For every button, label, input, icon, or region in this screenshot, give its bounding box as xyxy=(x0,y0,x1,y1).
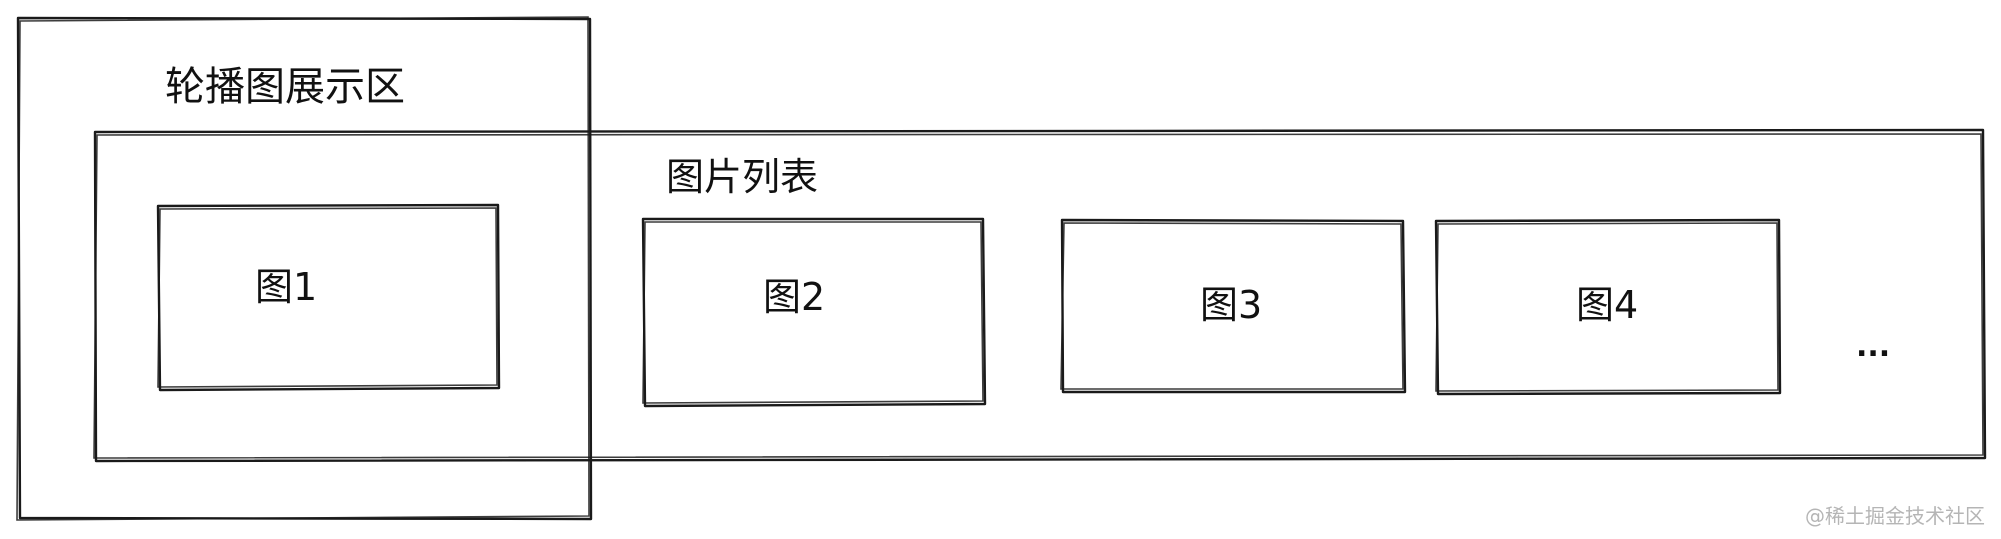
image-item-1: 图1 xyxy=(156,203,501,392)
image-item-1-label: 图1 xyxy=(255,265,317,309)
image-item-4: 图4 xyxy=(1434,218,1782,396)
image-list-label: 图片列表 xyxy=(666,155,818,199)
image-list-strip: 图片列表 xyxy=(93,128,1987,463)
image-item-2-label: 图2 xyxy=(763,275,825,319)
image-item-3: 图3 xyxy=(1060,218,1407,394)
image-item-4-label: 图4 xyxy=(1576,283,1638,327)
watermark: @稀土掘金技术社区 xyxy=(1805,504,1985,528)
image-item-2: 图2 xyxy=(641,217,987,408)
carousel-display-area: 轮播图展示区 xyxy=(16,16,593,521)
more-ellipsis: ... xyxy=(1856,329,1890,364)
carousel-display-label: 轮播图展示区 xyxy=(165,64,405,110)
image-item-3-label: 图3 xyxy=(1200,283,1262,327)
